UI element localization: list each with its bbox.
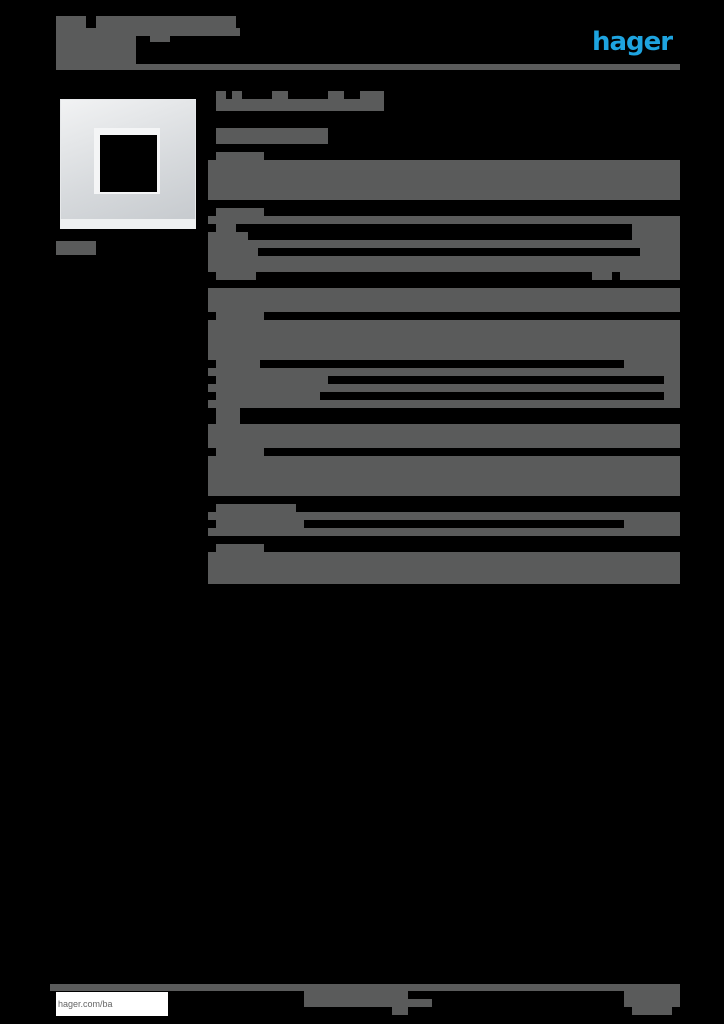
image-caption bbox=[56, 241, 96, 255]
product-image bbox=[60, 99, 196, 229]
header-rule bbox=[56, 64, 680, 70]
frame-opening bbox=[100, 135, 157, 192]
frame-base bbox=[60, 219, 196, 229]
product-subtitle bbox=[216, 128, 328, 144]
footer-rule bbox=[50, 984, 680, 991]
footer-website-link[interactable]: hager.com/ba bbox=[56, 992, 168, 1016]
hager-logo: hager bbox=[592, 27, 673, 57]
